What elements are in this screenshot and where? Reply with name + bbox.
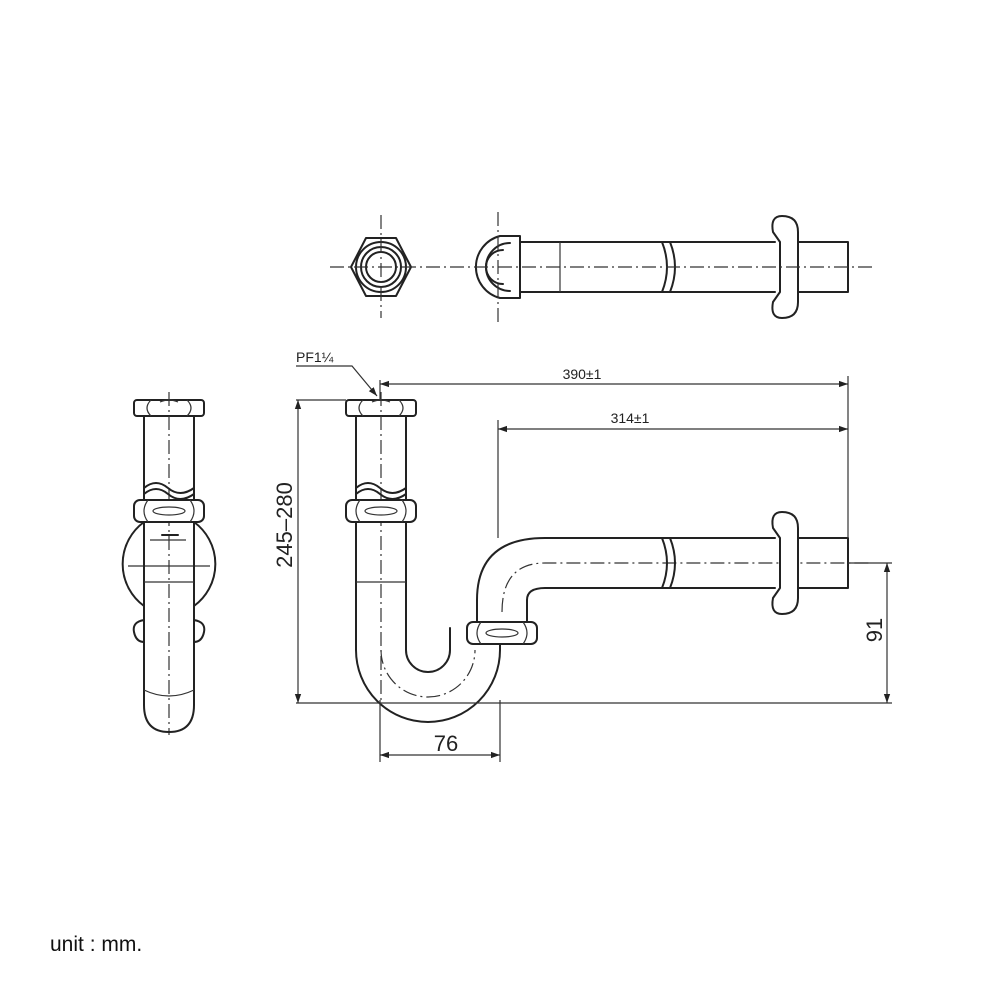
dimension-314: 314±1	[611, 410, 650, 426]
dimension-91: 91	[862, 618, 887, 642]
front-view	[345, 392, 870, 723]
dimension-245-280: 245–280	[272, 482, 297, 568]
unit-note: unit : mm.	[50, 933, 143, 956]
top-view	[330, 212, 872, 325]
side-view	[121, 392, 217, 735]
dimension-390: 390±1	[563, 366, 602, 382]
dimensions: 390±1 314±1 245–280 91 76 PF1¼	[272, 349, 892, 762]
dimension-76: 76	[434, 731, 458, 756]
thread-spec-label: PF1¼	[296, 349, 334, 365]
